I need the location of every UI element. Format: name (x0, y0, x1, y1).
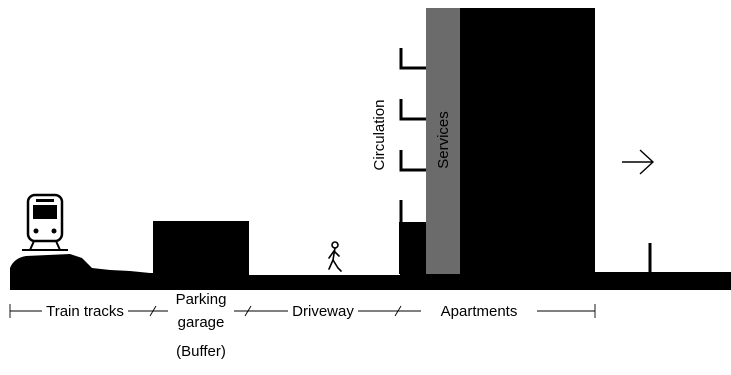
zone-driveway-label: Driveway (292, 303, 354, 320)
circulation-podium (399, 222, 426, 274)
zone-parking-label-line2: garage (178, 314, 225, 331)
circulation-label: Circulation (371, 100, 388, 171)
services-core (426, 8, 460, 274)
services-label: Services (435, 111, 452, 169)
parking-garage-block (153, 221, 249, 277)
zone-parking-label-line1: Parking (176, 291, 227, 308)
apartments-tower (460, 8, 595, 274)
arrow-right-icon (622, 149, 655, 175)
pedestrian-icon (328, 241, 342, 272)
ground-profile (10, 254, 400, 290)
ground-strip-right (400, 272, 731, 290)
zone-train-tracks-label: Train tracks (46, 303, 124, 320)
zone-parking-note: (Buffer) (176, 343, 226, 360)
zone-apartments-label: Apartments (441, 303, 518, 320)
train-icon (22, 193, 68, 251)
circulation-balconies (399, 48, 426, 222)
